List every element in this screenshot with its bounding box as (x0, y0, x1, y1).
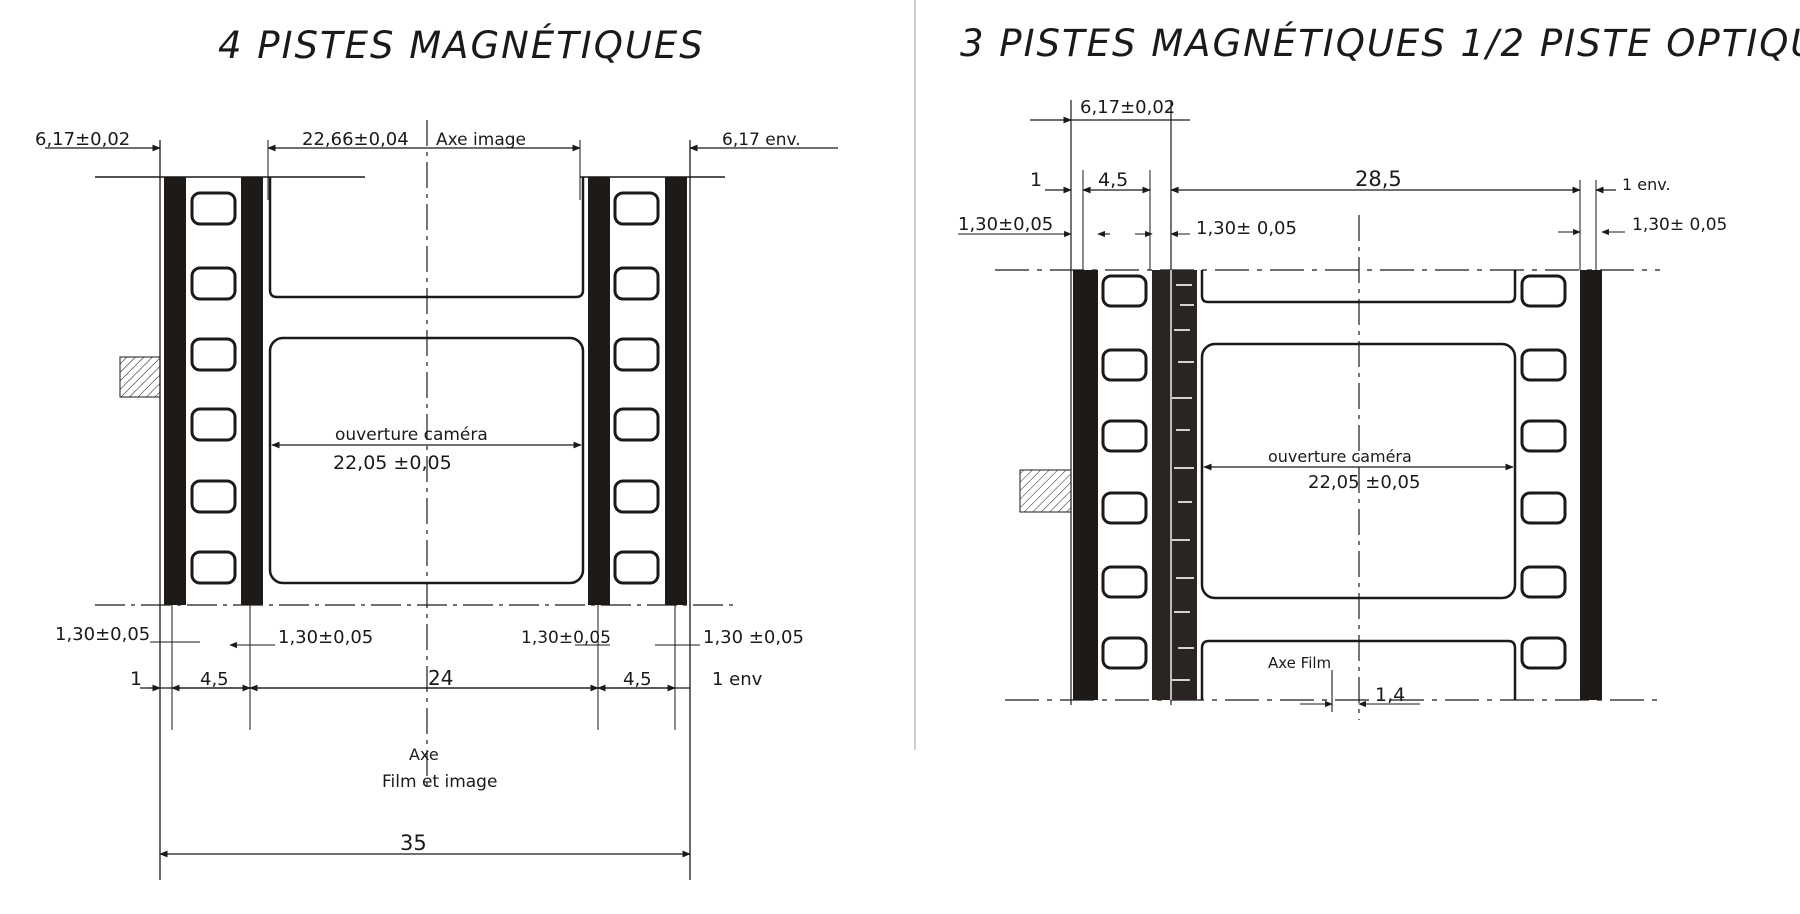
dim-1-r: 1 (1030, 169, 1042, 191)
axe-film-label: Axe Film (1268, 654, 1331, 672)
dim-track-r-left-inner: 1,30± 0,05 (1196, 218, 1297, 239)
dim-24: 24 (428, 666, 453, 690)
aperture-label: ouverture caméra (335, 425, 488, 445)
dim-track-right-inner: 1,30±0,05 (521, 628, 611, 648)
aperture-label-r: ouverture caméra (1268, 447, 1412, 466)
axe-image-label: Axe image (436, 130, 526, 150)
dim-6-17-r: 6,17±0,02 (1080, 97, 1175, 118)
dim-top-left: 6,17±0,02 (35, 129, 130, 150)
dim-4-5-left: 4,5 (200, 669, 229, 690)
magnetic-track-3 (588, 177, 610, 605)
magnetic-track-r1 (1073, 270, 1098, 700)
dim-track-r-right: 1,30± 0,05 (1632, 215, 1727, 235)
perforations-left (190, 191, 237, 585)
dim-1-env-r: 1 env. (1622, 175, 1671, 194)
dim-top-mid: 22,66±0,04 (302, 129, 409, 150)
dim-track-r-left-outer: 1,30±0,05 (958, 214, 1053, 235)
dim-4-5-right: 4,5 (623, 669, 652, 690)
axe-label: Axe (409, 745, 439, 764)
perforations-r-right (1520, 274, 1567, 670)
left-diagram: 4 PISTES MAGNÉTIQUES (35, 23, 838, 880)
dim-28-5: 28,5 (1355, 167, 1402, 191)
dim-track-left-inner: 1,30±0,05 (278, 627, 373, 648)
perforations-right (613, 191, 660, 585)
hatched-guide-r (1019, 469, 1072, 513)
dim-35: 35 (400, 831, 427, 855)
dim-1-4: 1,4 (1375, 684, 1405, 706)
aperture-value: 22,05 ±0,05 (333, 452, 452, 474)
magnetic-track-2 (241, 177, 263, 605)
hatched-guide (119, 356, 161, 398)
perforations-r-left (1101, 274, 1148, 670)
aperture-value-r: 22,05 ±0,05 (1308, 472, 1420, 493)
dim-4-5-r: 4,5 (1098, 169, 1128, 191)
dim-track-right-outer: 1,30 ±0,05 (703, 627, 804, 648)
magnetic-track-1 (164, 177, 186, 605)
dim-1: 1 (130, 668, 142, 690)
left-title: 4 PISTES MAGNÉTIQUES (218, 23, 705, 67)
magnetic-track-r3 (1580, 270, 1602, 700)
dim-top-right: 6,17 env. (722, 130, 801, 150)
dim-track-left-outer: 1,30±0,05 (55, 624, 150, 645)
optical-soundtrack-pattern (1172, 284, 1194, 681)
magnetic-track-4 (665, 177, 687, 605)
film-image-label: Film et image (382, 772, 497, 792)
optical-track (1152, 270, 1197, 700)
right-diagram: 3 PISTES MAGNÉTIQUES 1/2 PISTE OPTIQUE (958, 21, 1800, 720)
right-title: 3 PISTES MAGNÉTIQUES 1/2 PISTE OPTIQUE (960, 21, 1800, 65)
dim-1-env: 1 env (712, 669, 763, 690)
